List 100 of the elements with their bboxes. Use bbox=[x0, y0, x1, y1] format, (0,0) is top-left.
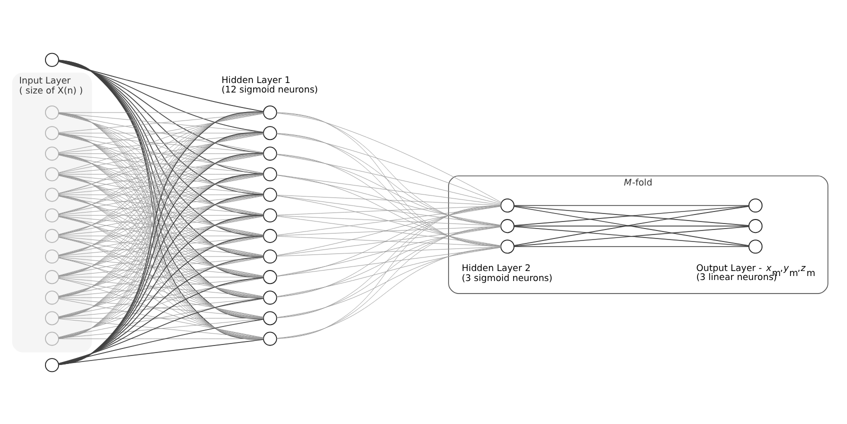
node-circle bbox=[263, 166, 278, 181]
node-circle bbox=[44, 331, 60, 346]
connector bbox=[58, 256, 264, 276]
node-circle bbox=[44, 290, 60, 304]
connector bbox=[276, 174, 502, 225]
node-circle bbox=[44, 248, 60, 264]
connector bbox=[58, 133, 264, 173]
node-circle bbox=[263, 126, 278, 140]
connector bbox=[276, 226, 502, 256]
connector bbox=[276, 153, 501, 246]
connector bbox=[514, 204, 750, 206]
node-circle bbox=[748, 239, 763, 254]
node-circle bbox=[263, 290, 278, 304]
connector bbox=[58, 215, 264, 236]
connector bbox=[276, 205, 502, 215]
node-circle bbox=[263, 248, 278, 264]
node-circle bbox=[263, 310, 278, 325]
connector bbox=[276, 112, 501, 226]
node-circle bbox=[44, 52, 60, 66]
node-circle bbox=[44, 166, 60, 181]
connector bbox=[276, 132, 501, 226]
node-circle bbox=[44, 228, 60, 242]
connector bbox=[58, 256, 264, 364]
connector bbox=[58, 174, 264, 194]
connector bbox=[276, 132, 501, 246]
connector bbox=[58, 236, 264, 276]
node-circle bbox=[263, 208, 278, 222]
node-circle bbox=[263, 228, 278, 242]
connector bbox=[276, 215, 502, 246]
connector bbox=[276, 174, 502, 204]
connector bbox=[276, 226, 502, 236]
connector bbox=[276, 226, 502, 276]
connector bbox=[276, 235, 502, 246]
connector bbox=[276, 194, 502, 226]
connector bbox=[276, 154, 502, 204]
connector bbox=[276, 112, 502, 246]
connector bbox=[58, 256, 264, 296]
node-circle bbox=[263, 270, 278, 284]
connector bbox=[276, 246, 501, 338]
connector bbox=[276, 205, 501, 276]
node-circle bbox=[44, 126, 60, 140]
label: Hidden Layer 1 (12 sigmoid neurons) bbox=[222, 75, 318, 96]
node-circle bbox=[500, 218, 514, 233]
node-circle bbox=[44, 105, 60, 120]
connector bbox=[58, 60, 264, 112]
connector bbox=[276, 246, 501, 318]
node-circle bbox=[263, 146, 278, 160]
connector bbox=[276, 194, 502, 205]
node-circle bbox=[44, 208, 60, 222]
connector bbox=[276, 206, 502, 256]
connector bbox=[58, 194, 264, 215]
connector bbox=[514, 226, 750, 246]
connector bbox=[58, 318, 264, 364]
connector bbox=[276, 204, 501, 318]
connector bbox=[276, 214, 502, 226]
label: Hidden Layer 2 (3 sigmoid neurons) bbox=[462, 264, 552, 284]
node-circle bbox=[263, 331, 278, 346]
connector bbox=[58, 60, 264, 174]
connector bbox=[276, 174, 501, 246]
connector bbox=[514, 225, 750, 226]
connector bbox=[276, 246, 502, 296]
connector bbox=[58, 112, 264, 132]
connector bbox=[58, 277, 264, 317]
connector bbox=[58, 60, 264, 132]
connector bbox=[58, 195, 264, 235]
node-circle bbox=[44, 310, 60, 325]
connector bbox=[58, 132, 264, 153]
connector bbox=[58, 153, 264, 174]
connector bbox=[58, 216, 264, 256]
node-circle bbox=[263, 105, 278, 120]
node-circle bbox=[500, 239, 514, 254]
connector bbox=[276, 225, 501, 338]
node-circle bbox=[748, 198, 763, 212]
node-circle bbox=[748, 218, 763, 233]
connector bbox=[58, 297, 264, 318]
connector bbox=[514, 246, 750, 247]
connector bbox=[58, 235, 264, 236]
connector bbox=[276, 204, 501, 338]
connector bbox=[276, 194, 502, 246]
connector bbox=[276, 226, 501, 297]
connector bbox=[58, 60, 264, 154]
connector bbox=[276, 112, 502, 202]
node-circle bbox=[500, 198, 514, 212]
node-circle bbox=[44, 187, 60, 202]
node-circle bbox=[44, 270, 60, 284]
connector bbox=[58, 276, 264, 364]
connector bbox=[276, 133, 502, 203]
connector bbox=[58, 297, 264, 364]
node-circle bbox=[44, 146, 60, 160]
connector bbox=[58, 112, 264, 152]
connector bbox=[58, 338, 264, 364]
connector bbox=[276, 206, 502, 235]
node-circle bbox=[263, 187, 278, 202]
cluster: Input Layer ( size of X(n) ) bbox=[12, 72, 92, 352]
connector bbox=[514, 205, 750, 226]
node-circle bbox=[44, 358, 60, 372]
connector bbox=[276, 154, 501, 226]
connector bbox=[276, 226, 501, 318]
connector bbox=[58, 236, 264, 256]
connector bbox=[58, 174, 264, 214]
